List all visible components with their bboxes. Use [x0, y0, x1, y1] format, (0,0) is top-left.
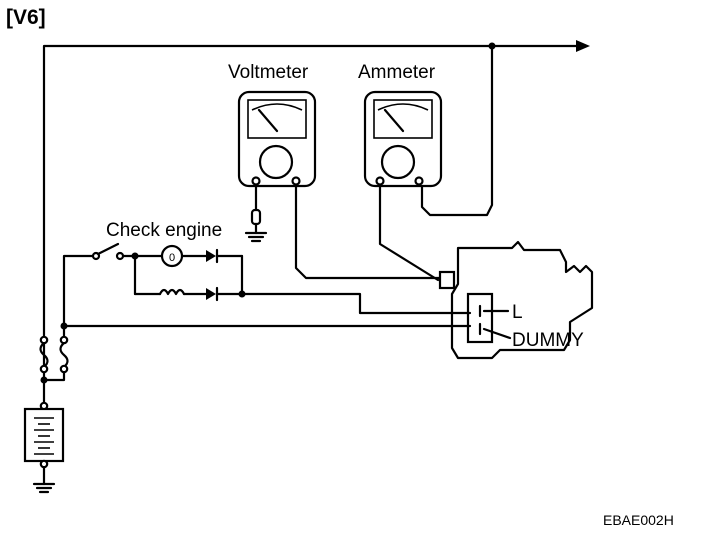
alternator: [438, 240, 594, 360]
fuses: [39, 322, 69, 384]
voltmeter-label: Voltmeter: [228, 62, 309, 83]
check-engine-lamp: 0: [133, 244, 244, 296]
ammeter: [363, 90, 443, 188]
voltmeter-ground: [244, 183, 268, 243]
resistor-branch: [133, 254, 246, 302]
terminal-dummy-label: DUMMY: [512, 330, 584, 351]
battery: [23, 378, 65, 494]
ignition-switch: [62, 242, 139, 328]
voltmeter-positive-lead: [294, 183, 442, 280]
terminal-l-label: L: [512, 302, 523, 323]
l-terminal-wire: [240, 292, 472, 315]
voltmeter: [237, 90, 317, 188]
main-supply-wire: [42, 40, 590, 382]
ammeter-label: Ammeter: [358, 62, 436, 83]
svg-text:0: 0: [169, 252, 175, 264]
ammeter-lead: [378, 183, 440, 282]
ammeter-return-wire: [420, 44, 494, 217]
diagram-title: [V6]: [6, 6, 46, 29]
figure-code: EBAE002H: [603, 512, 674, 528]
check-engine-label: Check engine: [106, 220, 222, 241]
